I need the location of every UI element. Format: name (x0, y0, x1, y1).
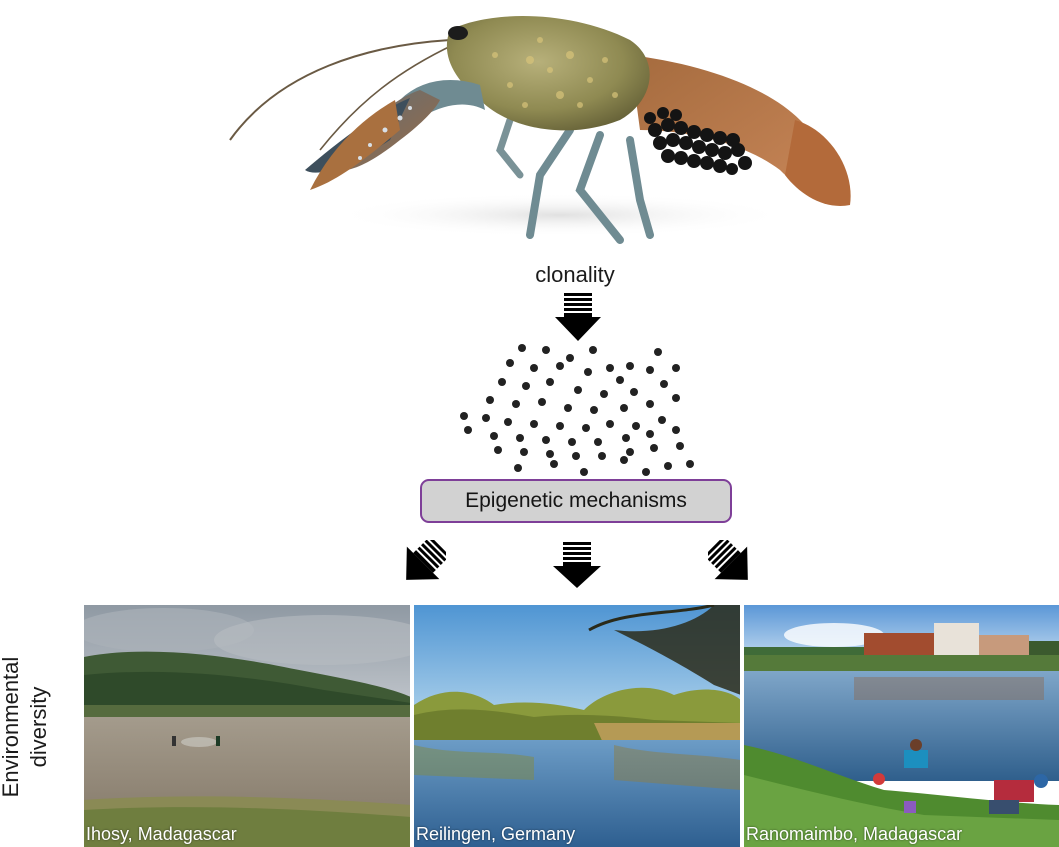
offspring-dot (538, 398, 546, 406)
offspring-dot (530, 364, 538, 372)
photo-ranomaimbo: Ranomaimbo, Madagascar (744, 605, 1059, 847)
offspring-dot (516, 434, 524, 442)
offspring-dot (460, 412, 468, 420)
photo-ihosy: Ihosy, Madagascar (84, 605, 411, 847)
offspring-dot (464, 426, 472, 434)
photo-caption-reilingen: Reilingen, Germany (416, 824, 575, 845)
offspring-dot (564, 404, 572, 412)
offspring-dot (486, 396, 494, 404)
environmental-diversity-line2: diversity (25, 632, 53, 822)
offspring-dot (642, 468, 650, 476)
offspring-dot (589, 346, 597, 354)
epigenetic-mechanisms-box: Epigenetic mechanisms (420, 479, 732, 523)
offspring-dot (590, 406, 598, 414)
offspring-dot (482, 414, 490, 422)
offspring-dot (556, 362, 564, 370)
offspring-dot (616, 376, 624, 384)
offspring-dot (658, 416, 666, 424)
offspring-dot (580, 468, 588, 476)
offspring-dot (582, 424, 590, 432)
offspring-dot (512, 400, 520, 408)
offspring-dot (594, 438, 602, 446)
offspring-dot (620, 456, 628, 464)
offspring-dot (568, 438, 576, 446)
photo-reilingen: Reilingen, Germany (414, 605, 741, 847)
offspring-dot (606, 420, 614, 428)
offspring-dot (660, 380, 668, 388)
offspring-dot (506, 359, 514, 367)
offspring-dot (676, 442, 684, 450)
environmental-diversity-line1: Environmental (0, 632, 25, 822)
offspring-dot (672, 364, 680, 372)
offspring-dot (566, 354, 574, 362)
offspring-dot (672, 394, 680, 402)
down-left-arrow (396, 540, 446, 590)
photo-caption-ihosy: Ihosy, Madagascar (86, 824, 237, 845)
offspring-dot (598, 452, 606, 460)
offspring-dot (664, 462, 672, 470)
offspring-dot (654, 348, 662, 356)
offspring-dot (504, 418, 512, 426)
offspring-dot (546, 378, 554, 386)
offspring-dot (646, 366, 654, 374)
down-arrow-clonality (555, 293, 601, 341)
offspring-dot (606, 364, 614, 372)
offspring-dot (622, 434, 630, 442)
down-center-arrow (553, 542, 601, 588)
offspring-dot (646, 400, 654, 408)
offspring-dot (494, 446, 502, 454)
environmental-diversity-label: Environmental diversity (0, 632, 61, 822)
offspring-dot (556, 422, 564, 430)
offspring-dot (490, 432, 498, 440)
offspring-dot (572, 452, 580, 460)
offspring-dot (520, 448, 528, 456)
offspring-dot (498, 378, 506, 386)
offspring-dot (632, 422, 640, 430)
offspring-dot (518, 344, 526, 352)
offspring-dot (686, 460, 694, 468)
offspring-dot (542, 346, 550, 354)
marbled-crayfish-image (210, 0, 870, 250)
clonality-label: clonality (500, 262, 650, 288)
clonal-offspring-dots (450, 338, 705, 478)
offspring-dot (646, 430, 654, 438)
offspring-dot (522, 382, 530, 390)
offspring-dot (514, 464, 522, 472)
offspring-dot (574, 386, 582, 394)
offspring-dot (650, 444, 658, 452)
offspring-dot (542, 436, 550, 444)
offspring-dot (600, 390, 608, 398)
offspring-dot (550, 460, 558, 468)
offspring-dot (630, 388, 638, 396)
offspring-dot (626, 448, 634, 456)
down-right-arrow (708, 540, 758, 590)
offspring-dot (546, 450, 554, 458)
offspring-dot (584, 368, 592, 376)
photo-caption-ranomaimbo: Ranomaimbo, Madagascar (746, 824, 962, 845)
offspring-dot (620, 404, 628, 412)
offspring-dot (672, 426, 680, 434)
offspring-dot (530, 420, 538, 428)
offspring-dot (626, 362, 634, 370)
